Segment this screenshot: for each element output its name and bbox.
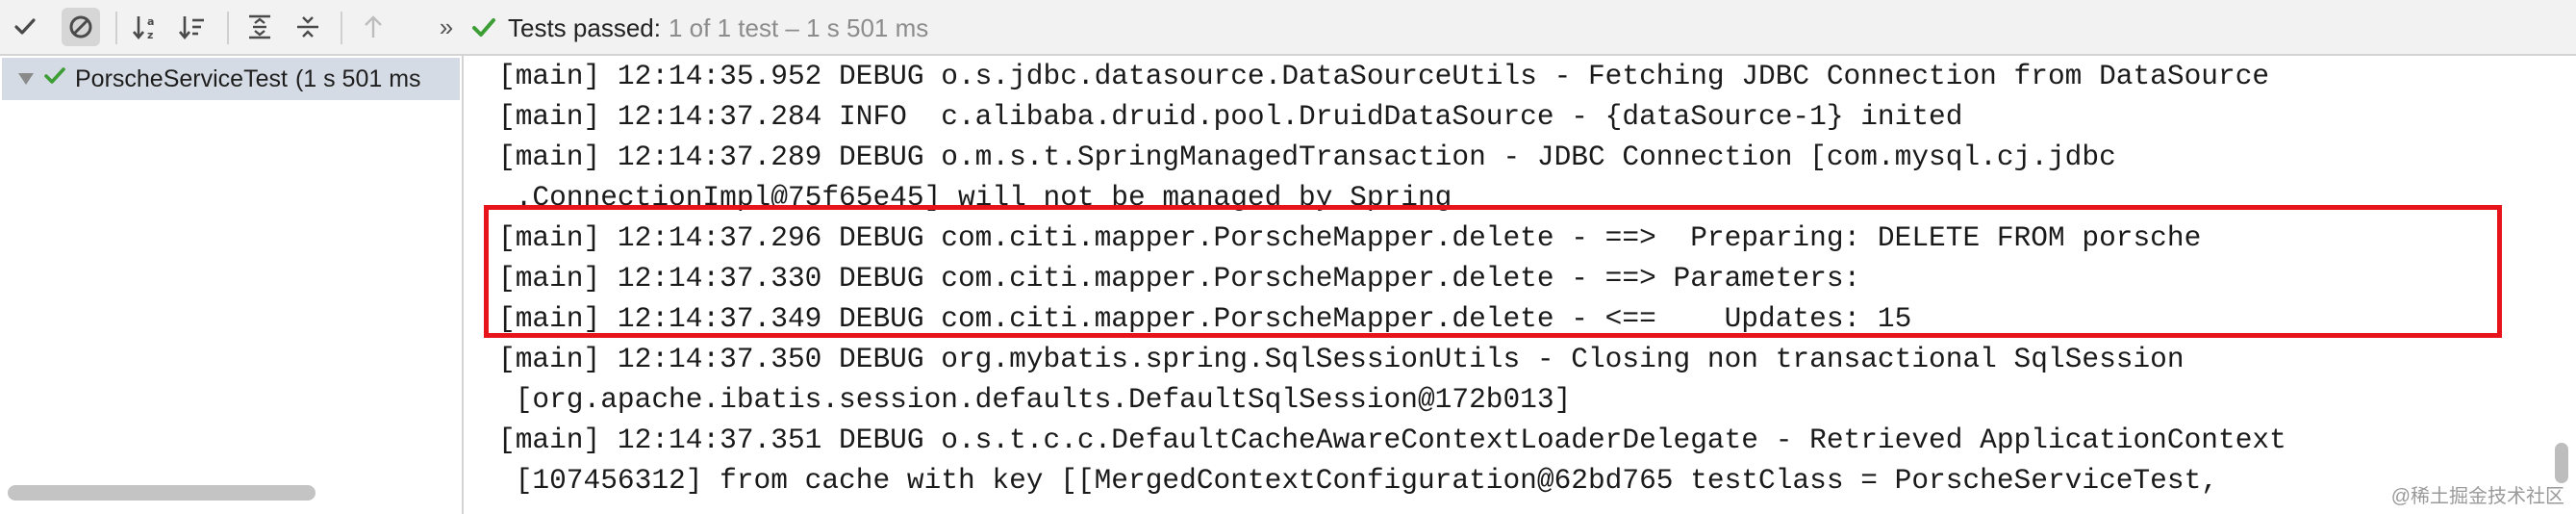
previous-failed-button[interactable] <box>354 8 392 46</box>
test-status: Tests passed: 1 of 1 test – 1 s 501 ms <box>471 0 928 56</box>
svg-text:z: z <box>147 29 153 41</box>
log-line: [main] 12:14:37.351 DEBUG o.s.t.c.c.Defa… <box>498 424 2286 456</box>
expand-all-icon <box>249 14 270 39</box>
log-line: [main] 12:14:37.284 INFO c.alibaba.druid… <box>498 100 1963 133</box>
tree-item-duration: (1 s 501 ms <box>294 64 421 92</box>
tree-item-porsche-service-test[interactable]: PorscheServiceTest (1 s 501 ms <box>2 58 460 100</box>
toolbar-separator <box>115 12 117 44</box>
show-passed-button[interactable] <box>6 8 44 46</box>
check-icon <box>44 65 65 93</box>
toolbar-separator <box>227 12 229 44</box>
sort-by-duration-button[interactable] <box>173 8 212 46</box>
show-ignored-button[interactable] <box>62 8 100 46</box>
check-icon <box>14 18 36 35</box>
log-line: [main] 12:14:37.350 DEBUG org.mybatis.sp… <box>498 343 2185 375</box>
check-icon <box>472 18 495 37</box>
expand-all-button[interactable] <box>240 8 279 46</box>
log-line: [main] 12:14:37.296 DEBUG com.citi.mappe… <box>498 221 2202 254</box>
test-tree-pane: PorscheServiceTest (1 s 501 ms <box>0 56 464 514</box>
sort-duration-icon <box>179 16 204 40</box>
log-line: [org.apache.ibatis.session.defaults.Defa… <box>498 383 1572 416</box>
horizontal-scrollbar[interactable] <box>8 485 316 501</box>
console-output[interactable]: [main] 12:14:35.952 DEBUG o.s.jdbc.datas… <box>464 56 2576 514</box>
cancel-icon <box>69 15 92 39</box>
log-line: [107456312] from cache with key [[Merged… <box>498 464 2218 497</box>
log-line: [main] 12:14:37.289 DEBUG o.m.s.t.Spring… <box>498 141 2116 173</box>
sort-alpha-icon: a z <box>133 15 154 41</box>
svg-text:a: a <box>147 15 154 28</box>
more-actions-button[interactable]: » <box>439 12 454 41</box>
collapse-all-button[interactable] <box>289 8 327 46</box>
status-main-text: Tests passed: <box>508 13 661 42</box>
log-line: [main] 12:14:37.349 DEBUG com.citi.mappe… <box>498 302 1912 335</box>
tree-item-label: PorscheServiceTest <box>75 64 288 92</box>
vertical-scrollbar[interactable] <box>2555 443 2568 483</box>
up-arrow-icon <box>365 15 382 38</box>
toolbar-separator <box>341 12 342 44</box>
collapse-arrow-icon[interactable] <box>17 65 35 93</box>
highlight-annotation-box <box>484 205 2502 338</box>
test-runner-toolbar: a z » <box>0 0 2576 56</box>
collapse-all-icon <box>297 16 318 38</box>
log-line: [main] 12:14:37.330 DEBUG com.citi.mappe… <box>498 262 1878 295</box>
sort-alphabetically-button[interactable]: a z <box>127 8 165 46</box>
watermark-text: @稀土掘金技术社区 <box>2390 486 2564 507</box>
log-line: [main] 12:14:35.952 DEBUG o.s.jdbc.datas… <box>498 60 2270 92</box>
status-detail-text: 1 of 1 test – 1 s 501 ms <box>668 13 929 42</box>
